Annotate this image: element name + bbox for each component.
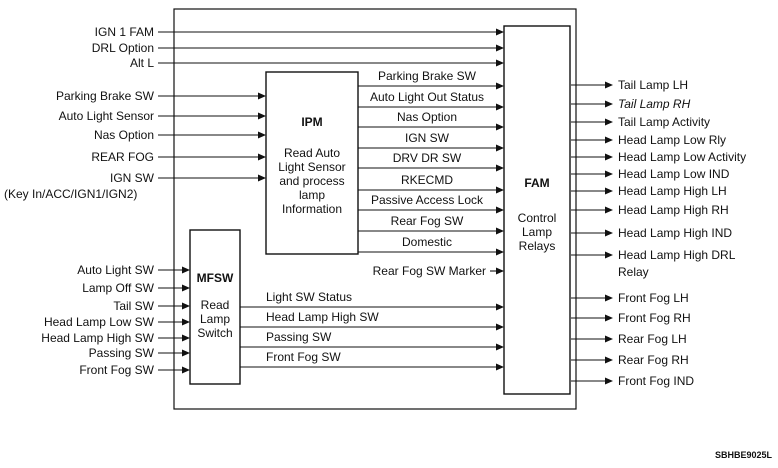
ipm-signal-label: Auto Light Out Status [370,90,484,104]
ipm-title: IPM [301,115,322,129]
input-label: Passing SW [89,346,155,360]
fam-title: FAM [524,176,549,190]
output-label: Front Fog RH [618,311,691,325]
output-label: Tail Lamp RH [618,97,691,111]
ipm-signal-label: RKECMD [401,173,453,187]
mfsw-signal-label: Passing SW [266,330,332,344]
figure-code: SBHBE9025L [715,450,773,460]
output-label: Head Lamp High IND [618,226,732,240]
fam-desc-line: Lamp [522,225,552,239]
ipm-signal-label: Parking Brake SW [378,69,477,83]
ipm-box [265,71,359,255]
input-label: Auto Light Sensor [59,109,154,123]
input-label: Nas Option [94,128,154,142]
system-frame [173,8,577,410]
ipm-signal-label: DRV DR SW [393,151,462,165]
input-label: Head Lamp Low SW [44,315,155,329]
mfsw-signal-label: Head Lamp High SW [266,310,379,324]
marker-label: Rear Fog SW Marker [373,264,486,278]
ipm-signal-label: Passive Access Lock [371,193,484,207]
output-label: Head Lamp High LH [618,184,727,198]
mfsw-desc-line: Read [201,298,230,312]
input-label: Alt L [130,56,154,70]
mfsw-title: MFSW [197,271,234,285]
output-label: Front Fog LH [618,291,689,305]
fam-desc-line: Relays [519,239,556,253]
output-label: Rear Fog RH [618,353,689,367]
input-label: Head Lamp High SW [41,331,154,345]
mfsw-desc-line: Switch [197,326,232,340]
ipm-desc-line: Information [282,202,342,216]
ipm-signal-label: Nas Option [397,110,457,124]
ipm-desc-line: and process [279,174,344,188]
ipm-signal-label: IGN SW [405,131,450,145]
input-label: Front Fog SW [79,363,154,377]
ipm-desc-line: Light Sensor [278,160,345,174]
mfsw-module: MFSW Read Lamp Switch [189,229,241,385]
output-label: Rear Fog LH [618,332,687,346]
output-label: Tail Lamp LH [618,78,688,92]
input-label: Auto Light SW [77,263,154,277]
output-label: Head Lamp Low Activity [618,150,746,164]
output-label: Head Lamp High RH [618,203,729,217]
output-label: Tail Lamp Activity [618,115,710,129]
ipm-signal-label: Rear Fog SW [391,214,464,228]
output-label: Front Fog IND [618,374,694,388]
fam-module: FAM Control Lamp Relays [503,25,571,395]
output-label: Head Lamp High DRL [618,248,736,262]
input-label: Parking Brake SW [56,89,155,103]
ipm-desc-line: Read Auto [284,146,340,160]
mfsw-signal-label: Front Fog SW [266,350,341,364]
output-label: Head Lamp Low Rly [618,133,726,147]
input-label: IGN SW [110,171,155,185]
fam-desc-line: Control [518,211,557,225]
input-label: DRL Option [92,41,154,55]
output-label: Head Lamp Low IND [618,167,730,181]
mfsw-box [189,229,241,385]
ign-sw-note: (Key In/ACC/IGN1/IGN2) [4,187,137,201]
ipm-signal-label: Domestic [402,235,452,249]
mfsw-desc-line: Lamp [200,312,230,326]
fam-box [503,25,571,395]
input-label: REAR FOG [91,150,154,164]
input-label: Tail SW [113,299,154,313]
mfsw-signal-label: Light SW Status [266,290,352,304]
ipm-module: IPM Read Auto Light Sensor and process l… [265,71,359,255]
input-label: Lamp Off SW [82,281,154,295]
ipm-desc-line: lamp [299,188,325,202]
input-label: IGN 1 FAM [95,25,154,39]
output-label-line2: Relay [618,265,649,279]
